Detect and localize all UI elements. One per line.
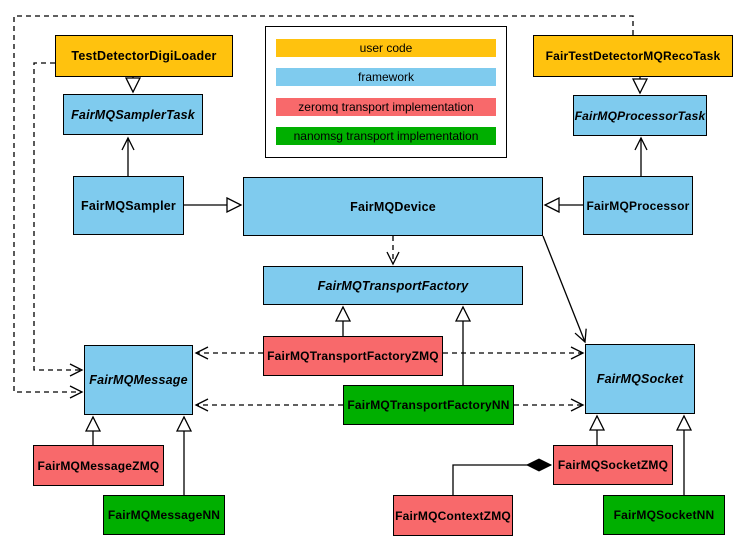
edge-device-uses-socket [542, 235, 587, 344]
node-fair-mq-sampler: FairMQSampler [73, 176, 184, 235]
node-fair-mq-transport-factory: FairMQTransportFactory [263, 266, 523, 305]
node-fair-mq-message-nn: FairMQMessageNN [103, 495, 225, 535]
edge-recotask-depends-message [13, 15, 634, 399]
edge-contextzmq-composed-socketzmq [452, 465, 551, 495]
legend-item-user-code: user code [276, 38, 496, 57]
node-fair-mq-message: FairMQMessage [84, 345, 193, 415]
node-fair-mq-transport-factory-zmq: FairMQTransportFactoryZMQ [263, 336, 443, 376]
node-fair-mq-transport-factory-nn: FairMQTransportFactoryNN [343, 385, 514, 425]
node-fair-mq-sampler-task: FairMQSamplerTask [63, 94, 203, 135]
node-fair-mq-processor-task: FairMQProcessorTask [573, 95, 707, 136]
node-fair-mq-message-zmq: FairMQMessageZMQ [33, 445, 164, 486]
legend-item-nanomsg: nanomsg transport implementation [276, 127, 496, 146]
node-fair-mq-socket-nn: FairMQSocketNN [603, 495, 725, 535]
edge-digiloader-depends-message [33, 62, 84, 377]
legend-item-zeromq: zeromq transport implementation [276, 97, 496, 116]
node-test-detector-digi-loader: TestDetectorDigiLoader [55, 35, 233, 77]
node-fair-test-detector-mq-reco-task: FairTestDetectorMQRecoTask [533, 35, 733, 77]
legend-item-framework: framework [276, 68, 496, 87]
node-fair-mq-device: FairMQDevice [243, 177, 543, 236]
legend: user code framework zeromq transport imp… [265, 26, 507, 158]
node-fair-mq-socket-zmq: FairMQSocketZMQ [553, 445, 673, 485]
node-fair-mq-socket: FairMQSocket [585, 344, 695, 414]
node-fair-mq-context-zmq: FairMQContextZMQ [393, 495, 513, 536]
node-fair-mq-processor: FairMQProcessor [583, 176, 693, 235]
